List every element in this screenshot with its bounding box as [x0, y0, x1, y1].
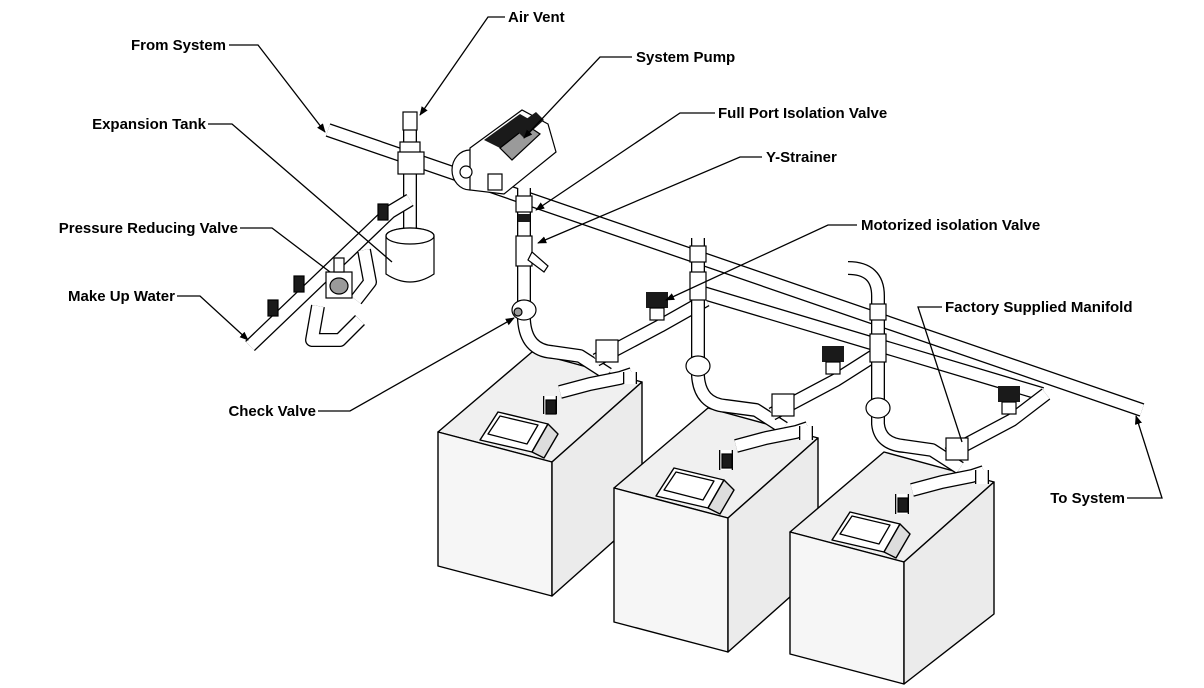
control-panel-1 [479, 411, 559, 459]
label-check-valve: Check Valve [228, 403, 316, 420]
label-expansion-tank: Expansion Tank [92, 116, 207, 133]
factory-supplied-manifold [595, 339, 969, 461]
unions [267, 203, 909, 513]
label-pressure-reducing-valve: Pressure Reducing Valve [59, 220, 238, 237]
label-make-up-water: Make Up Water [68, 288, 175, 305]
check-valve [511, 299, 891, 419]
label-air-vent: Air Vent [508, 9, 565, 26]
label-to-system: To System [1050, 490, 1125, 507]
tee-fitting [397, 151, 425, 175]
label-system-pump: System Pump [636, 49, 735, 66]
label-factory-supplied-manifold: Factory Supplied Manifold [945, 299, 1133, 316]
label-from-system: From System [131, 37, 226, 54]
full-port-isolation-valve [515, 195, 887, 321]
pressure-reducing-valve [325, 257, 353, 299]
label-motorized-isolation-valve: Motorized isolation Valve [861, 217, 1040, 234]
motorized-isolation-valve [646, 292, 1020, 415]
expansion-tank [385, 227, 435, 283]
y-strainer [515, 235, 887, 363]
control-panel-2 [655, 467, 735, 515]
label-full-port-isolation-valve: Full Port Isolation Valve [718, 105, 887, 122]
control-panel-3 [831, 511, 911, 559]
label-y-strainer: Y-Strainer [766, 149, 837, 166]
boiler-cabinet-3 [789, 451, 995, 685]
leader-lines [177, 16, 1163, 499]
air-vent [399, 111, 421, 155]
boiler-cabinet-1 [437, 351, 643, 597]
system-pump [451, 109, 557, 195]
labels: Air Vent From System System Pump Expansi… [59, 9, 1133, 507]
boiler-cabinet-2 [613, 407, 819, 653]
